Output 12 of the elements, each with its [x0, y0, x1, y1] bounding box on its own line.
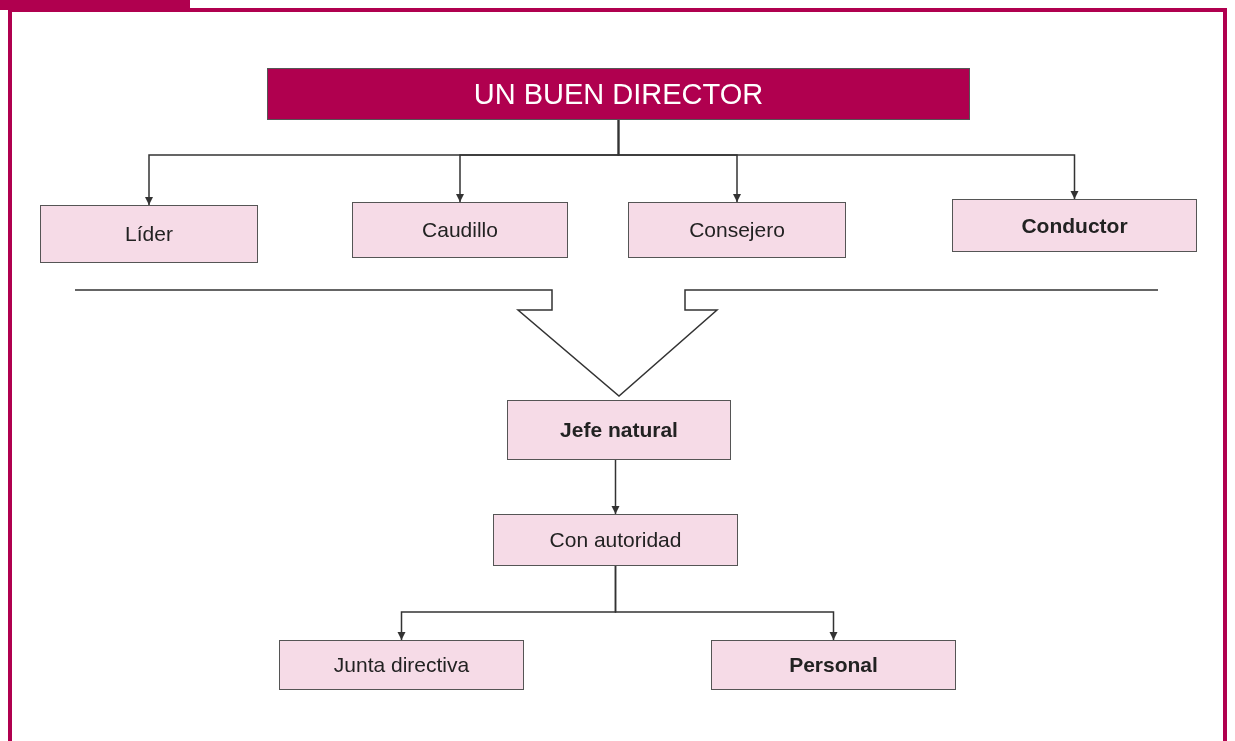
role-box: Con autoridad [493, 514, 738, 566]
arrow [617, 119, 1079, 200]
title-box: UN BUEN DIRECTOR [267, 68, 970, 120]
arrow [611, 459, 620, 515]
arrow [614, 565, 838, 641]
role-box: Consejero [628, 202, 846, 258]
role-box: Líder [40, 205, 258, 263]
role-box: Junta directiva [279, 640, 524, 690]
role-box: Caudillo [352, 202, 568, 258]
role-box: Personal [711, 640, 956, 690]
role-box: Conductor [952, 199, 1197, 252]
role-box: Jefe natural [507, 400, 731, 460]
